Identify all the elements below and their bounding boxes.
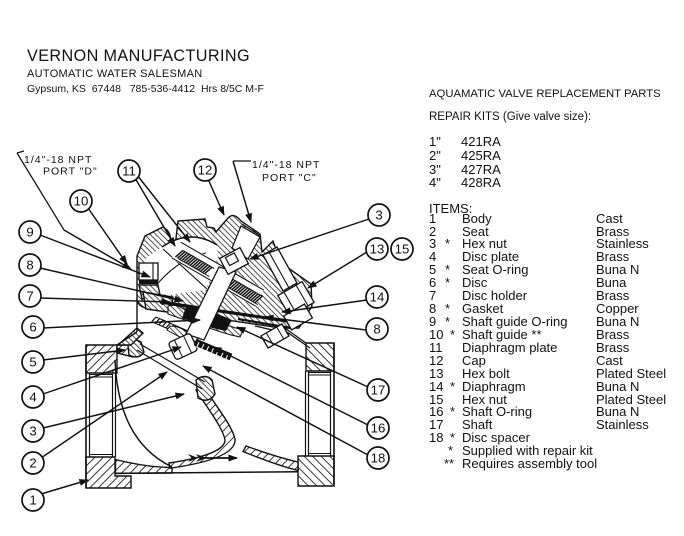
svg-text:17: 17 [371,383,386,398]
svg-text:18: 18 [371,451,386,466]
svg-text:12: 12 [198,163,213,178]
svg-text:9: 9 [26,225,33,240]
svg-text:14: 14 [370,290,385,305]
svg-text:1: 1 [29,493,36,508]
svg-text:3: 3 [29,424,36,439]
svg-text:3: 3 [375,208,382,223]
svg-text:8: 8 [373,322,380,337]
svg-text:PORT "D": PORT "D" [43,166,98,178]
svg-text:10: 10 [74,194,89,209]
svg-text:13: 13 [370,242,385,257]
svg-text:11: 11 [122,164,136,179]
svg-text:4: 4 [29,390,36,405]
svg-text:PORT "C": PORT "C" [262,172,317,184]
svg-text:5: 5 [29,355,36,370]
svg-text:15: 15 [395,242,410,257]
svg-text:7: 7 [26,289,33,304]
svg-text:1/4"-18 NPT: 1/4"-18 NPT [24,154,92,166]
svg-text:16: 16 [371,421,386,436]
svg-text:6: 6 [29,320,36,335]
svg-text:8: 8 [26,258,33,273]
svg-text:1/4"-18 NPT: 1/4"-18 NPT [252,159,320,171]
svg-text:2: 2 [29,456,36,471]
